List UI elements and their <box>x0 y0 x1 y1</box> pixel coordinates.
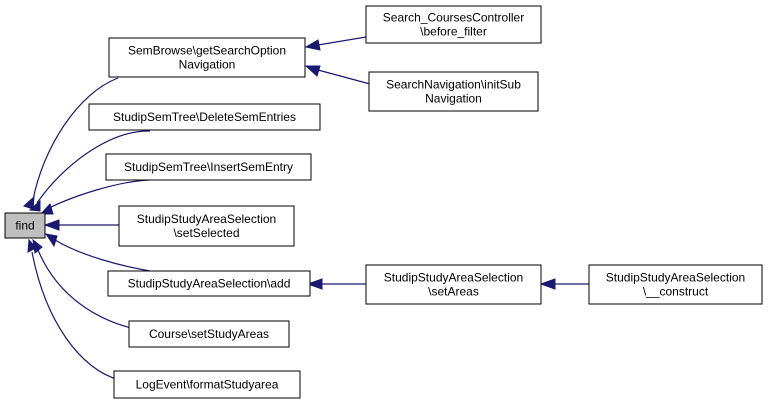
edge-setAreas-add <box>306 278 366 290</box>
node-label: \before_filter <box>420 25 487 39</box>
node-box <box>105 153 312 181</box>
nodes-layer: findSemBrowse\getSearchOptionNavigationS… <box>4 5 763 399</box>
node-logEvent[interactable]: LogEvent\formatStudyarea <box>113 370 301 399</box>
edge-line <box>317 36 367 46</box>
edge-line <box>46 179 151 210</box>
arrowhead <box>27 238 37 253</box>
node-box <box>107 270 311 297</box>
edge-line <box>37 249 141 331</box>
node-construct[interactable]: StudipStudyAreaSelection\__construct <box>588 264 763 305</box>
edge-searchNav-semBrowse <box>304 65 371 85</box>
arrowhead <box>304 39 321 51</box>
node-label: find <box>15 219 34 233</box>
arrowhead <box>39 203 54 215</box>
edge-line <box>31 251 121 381</box>
node-box <box>368 71 539 112</box>
arrowhead <box>28 199 41 212</box>
node-label: StudipSemTree\DeleteSemEntries <box>113 110 296 124</box>
edge-deleteSem-find <box>28 130 151 212</box>
node-label: StudipStudyAreaSelection\add <box>128 277 291 291</box>
arrowhead <box>306 278 323 290</box>
edge-add-find <box>44 233 151 272</box>
edge-construct-setAreas <box>539 278 589 290</box>
node-box <box>88 103 321 131</box>
node-label: StudipStudyAreaSelection <box>384 271 523 285</box>
node-searchCourses[interactable]: Search_CoursesController\before_filter <box>365 5 542 44</box>
node-insertSem[interactable]: StudipSemTree\InsertSemEntry <box>105 153 312 181</box>
edge-setSelected-find <box>43 219 119 231</box>
edge-line <box>36 130 151 204</box>
node-label: \setAreas <box>428 285 479 299</box>
edge-searchCourses-semBrowse <box>304 36 367 51</box>
arrowhead <box>23 195 35 210</box>
node-label: SearchNavigation\initSub <box>386 78 521 92</box>
node-label: Search_CoursesController <box>383 11 524 25</box>
node-setAreas[interactable]: StudipStudyAreaSelection\setAreas <box>365 264 542 305</box>
node-courseSet[interactable]: Course\setStudyAreas <box>128 320 290 348</box>
node-label: Navigation <box>179 58 236 72</box>
arrowhead <box>304 65 321 77</box>
edge-logEvent-find <box>27 238 121 381</box>
node-add[interactable]: StudipStudyAreaSelection\add <box>107 270 311 297</box>
edges-layer <box>23 36 589 381</box>
node-label: Navigation <box>425 92 482 106</box>
edge-semBrowse-find <box>23 77 119 210</box>
edge-insertSem-find <box>39 179 151 215</box>
edge-line <box>54 239 151 272</box>
arrowhead <box>44 233 58 248</box>
arrowhead <box>539 278 556 290</box>
node-label: \__construct <box>643 285 709 299</box>
node-label: Course\setStudyAreas <box>149 327 269 341</box>
node-deleteSem[interactable]: StudipSemTree\DeleteSemEntries <box>88 103 321 131</box>
node-box <box>365 264 542 305</box>
edge-line <box>317 69 371 85</box>
node-label: StudipStudyAreaSelection <box>137 212 276 226</box>
node-box <box>118 205 295 247</box>
node-label: LogEvent\formatStudyarea <box>136 378 279 392</box>
node-box <box>365 5 542 44</box>
node-box <box>588 264 763 305</box>
node-label: \setSelected <box>173 226 239 240</box>
node-label: StudipStudyAreaSelection <box>606 271 745 285</box>
node-label: SemBrowse\getSearchOption <box>128 44 286 58</box>
node-setSelected[interactable]: StudipStudyAreaSelection\setSelected <box>118 205 295 247</box>
node-find[interactable]: find <box>4 212 46 239</box>
node-box <box>108 37 306 78</box>
node-box <box>4 212 46 239</box>
node-label: StudipSemTree\InsertSemEntry <box>124 160 293 174</box>
edge-line <box>32 77 119 201</box>
node-box <box>128 320 290 348</box>
node-box <box>113 370 301 399</box>
arrowhead <box>43 219 60 231</box>
